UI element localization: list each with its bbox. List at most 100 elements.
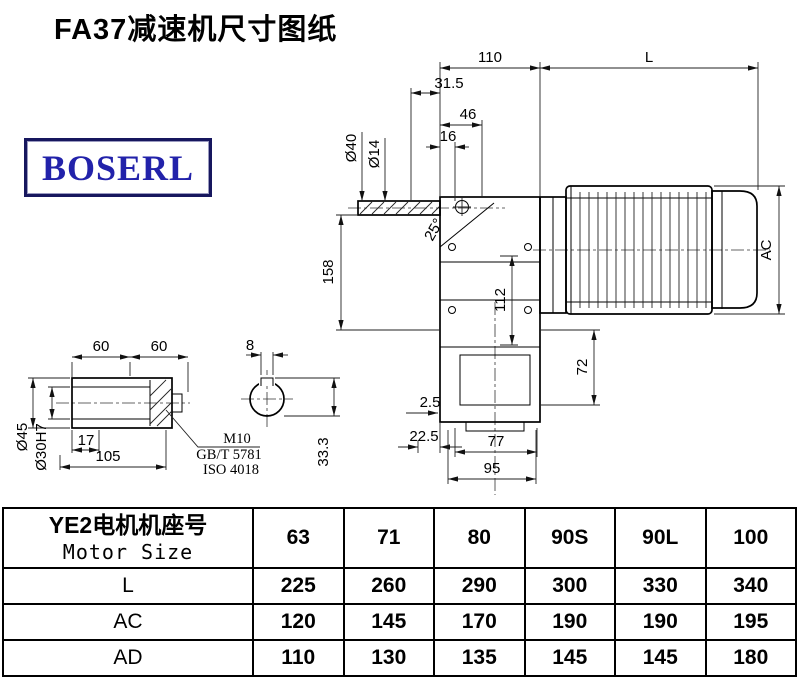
dim-31-5: 31.5 bbox=[410, 75, 464, 201]
cell-AC-3: 190 bbox=[523, 603, 616, 641]
cell-AC-0: 120 bbox=[252, 603, 345, 641]
dim-60a-label: 60 bbox=[93, 338, 110, 355]
dim-95-label: 95 bbox=[484, 460, 501, 477]
cell-L-5: 340 bbox=[704, 567, 797, 605]
boserl-logo: BOSERL bbox=[24, 138, 212, 197]
dim-L-label: L bbox=[645, 49, 653, 66]
dim-33-3: 33.3 bbox=[275, 377, 340, 467]
hollow-shaft bbox=[71, 377, 183, 429]
cell-AC-2: 170 bbox=[433, 603, 526, 641]
dim-angle-25: 25° bbox=[421, 216, 447, 244]
dim-dia40: Ø40 bbox=[343, 132, 365, 201]
dim-31-5-label: 31.5 bbox=[434, 75, 463, 92]
table-row-L: L 225 260 290 300 330 340 bbox=[2, 567, 797, 605]
centerlines bbox=[348, 207, 770, 495]
dim-72-label: 72 bbox=[574, 359, 591, 376]
page-title: FA37减速机尺寸图纸 bbox=[54, 14, 338, 46]
size-col-63: 63 bbox=[252, 507, 345, 569]
cell-L-1: 260 bbox=[342, 567, 435, 605]
cell-AD-5: 180 bbox=[704, 639, 797, 677]
cell-AD-2: 135 bbox=[433, 639, 526, 677]
cell-L-3: 300 bbox=[523, 567, 616, 605]
size-col-90S: 90S bbox=[523, 507, 616, 569]
gearbox-housing bbox=[439, 196, 541, 432]
dim-110-label: 110 bbox=[478, 49, 502, 66]
dim-60b: 60 bbox=[130, 338, 189, 392]
fastener-note: M10 GB/T 5781 ISO 4018 bbox=[165, 409, 262, 478]
dim-dia45-label: Ø45 bbox=[14, 423, 31, 451]
dim-105: 105 bbox=[59, 430, 167, 470]
dim-112-label: 112 bbox=[492, 288, 509, 312]
dim-46: 46 bbox=[440, 106, 483, 197]
dim-22-5: 22.5 bbox=[398, 422, 462, 453]
dim-8-label: 8 bbox=[246, 337, 254, 354]
dim-77-label: 77 bbox=[488, 433, 505, 450]
motor bbox=[539, 185, 758, 315]
size-col-71: 71 bbox=[342, 507, 435, 569]
dim-L: L bbox=[540, 49, 759, 190]
dim-16-label: 16 bbox=[440, 128, 457, 145]
table-row-AC: AC 120 145 170 190 190 195 bbox=[2, 603, 797, 641]
dim-60a: 60 bbox=[71, 338, 131, 378]
motor-size-table: YE2电机机座号 Motor Size 63 71 80 90S 90L 100… bbox=[2, 507, 797, 677]
dim-dia45: Ø45 bbox=[14, 377, 70, 451]
dim-dia14: Ø14 bbox=[366, 138, 388, 201]
motor-size-header-cn: YE2电机机座号 bbox=[48, 512, 208, 539]
shaft-hatch bbox=[359, 201, 441, 215]
motor-size-header-en: Motor Size bbox=[62, 539, 194, 564]
dim-dia14-label: Ø14 bbox=[366, 140, 383, 168]
size-col-80: 80 bbox=[433, 507, 526, 569]
shaft-detail-view: 60 60 Ø45 Ø30H7 bbox=[14, 337, 340, 478]
size-col-100: 100 bbox=[704, 507, 797, 569]
keyway-section bbox=[249, 375, 285, 417]
dim-72: 72 bbox=[540, 329, 600, 406]
dim-dia40-label: Ø40 bbox=[343, 134, 360, 162]
cell-L-2: 290 bbox=[433, 567, 526, 605]
dimensions: 110 L 31.5 46 bbox=[320, 49, 785, 484]
technical-drawing: 110 L 31.5 46 bbox=[14, 49, 785, 495]
dim-60b-label: 60 bbox=[151, 338, 168, 355]
cell-L-0: 225 bbox=[252, 567, 345, 605]
dim-angle-25-label: 25° bbox=[421, 216, 447, 244]
dim-dia30h7-label: Ø30H7 bbox=[33, 423, 50, 471]
fastener-m10-label: M10 bbox=[223, 431, 250, 447]
dim-158: 158 bbox=[320, 214, 440, 331]
cell-AC-5: 195 bbox=[704, 603, 797, 641]
size-col-90L: 90L bbox=[614, 507, 707, 569]
dim-AC: AC bbox=[714, 185, 785, 315]
fastener-iso-label: ISO 4018 bbox=[203, 462, 259, 478]
fan-cover bbox=[711, 190, 758, 309]
dim-46-label: 46 bbox=[460, 106, 477, 123]
cell-AC-4: 190 bbox=[614, 603, 707, 641]
dim-77: 77 bbox=[454, 428, 538, 457]
dim-dia30h7: Ø30H7 bbox=[33, 386, 70, 471]
dim-33-3-label: 33.3 bbox=[315, 437, 332, 466]
dim-2-5-label: 2.5 bbox=[420, 394, 441, 411]
motor-fins bbox=[579, 192, 707, 308]
cell-AD-3: 145 bbox=[523, 639, 616, 677]
fastener-gbt-label: GB/T 5781 bbox=[196, 447, 261, 463]
dim-112: 112 bbox=[492, 255, 518, 346]
row-label-AC: AC bbox=[2, 603, 254, 641]
cell-L-4: 330 bbox=[614, 567, 707, 605]
dim-17: 17 bbox=[71, 430, 100, 453]
dim-AC-label: AC bbox=[758, 239, 775, 260]
cell-AD-1: 130 bbox=[342, 639, 435, 677]
table-row-AD: AD 110 130 135 145 145 180 bbox=[2, 639, 797, 677]
dim-105-label: 105 bbox=[95, 448, 120, 465]
boserl-logo-text: BOSERL bbox=[41, 147, 195, 188]
dim-22-5-label: 22.5 bbox=[409, 428, 438, 445]
dim-8: 8 bbox=[246, 337, 288, 375]
dim-17-label: 17 bbox=[78, 432, 95, 449]
main-view: 110 L 31.5 46 bbox=[320, 49, 785, 495]
table-header-row: YE2电机机座号 Motor Size 63 71 80 90S 90L 100 bbox=[2, 507, 797, 569]
dim-158-label: 158 bbox=[320, 259, 337, 284]
dim-110: 110 bbox=[439, 49, 541, 197]
dim-95: 95 bbox=[447, 430, 537, 484]
cell-AC-1: 145 bbox=[342, 603, 435, 641]
motor-size-header-cell: YE2电机机座号 Motor Size bbox=[2, 507, 254, 569]
row-label-AD: AD bbox=[2, 639, 254, 677]
row-label-L: L bbox=[2, 567, 254, 605]
dim-16: 16 bbox=[426, 128, 469, 201]
